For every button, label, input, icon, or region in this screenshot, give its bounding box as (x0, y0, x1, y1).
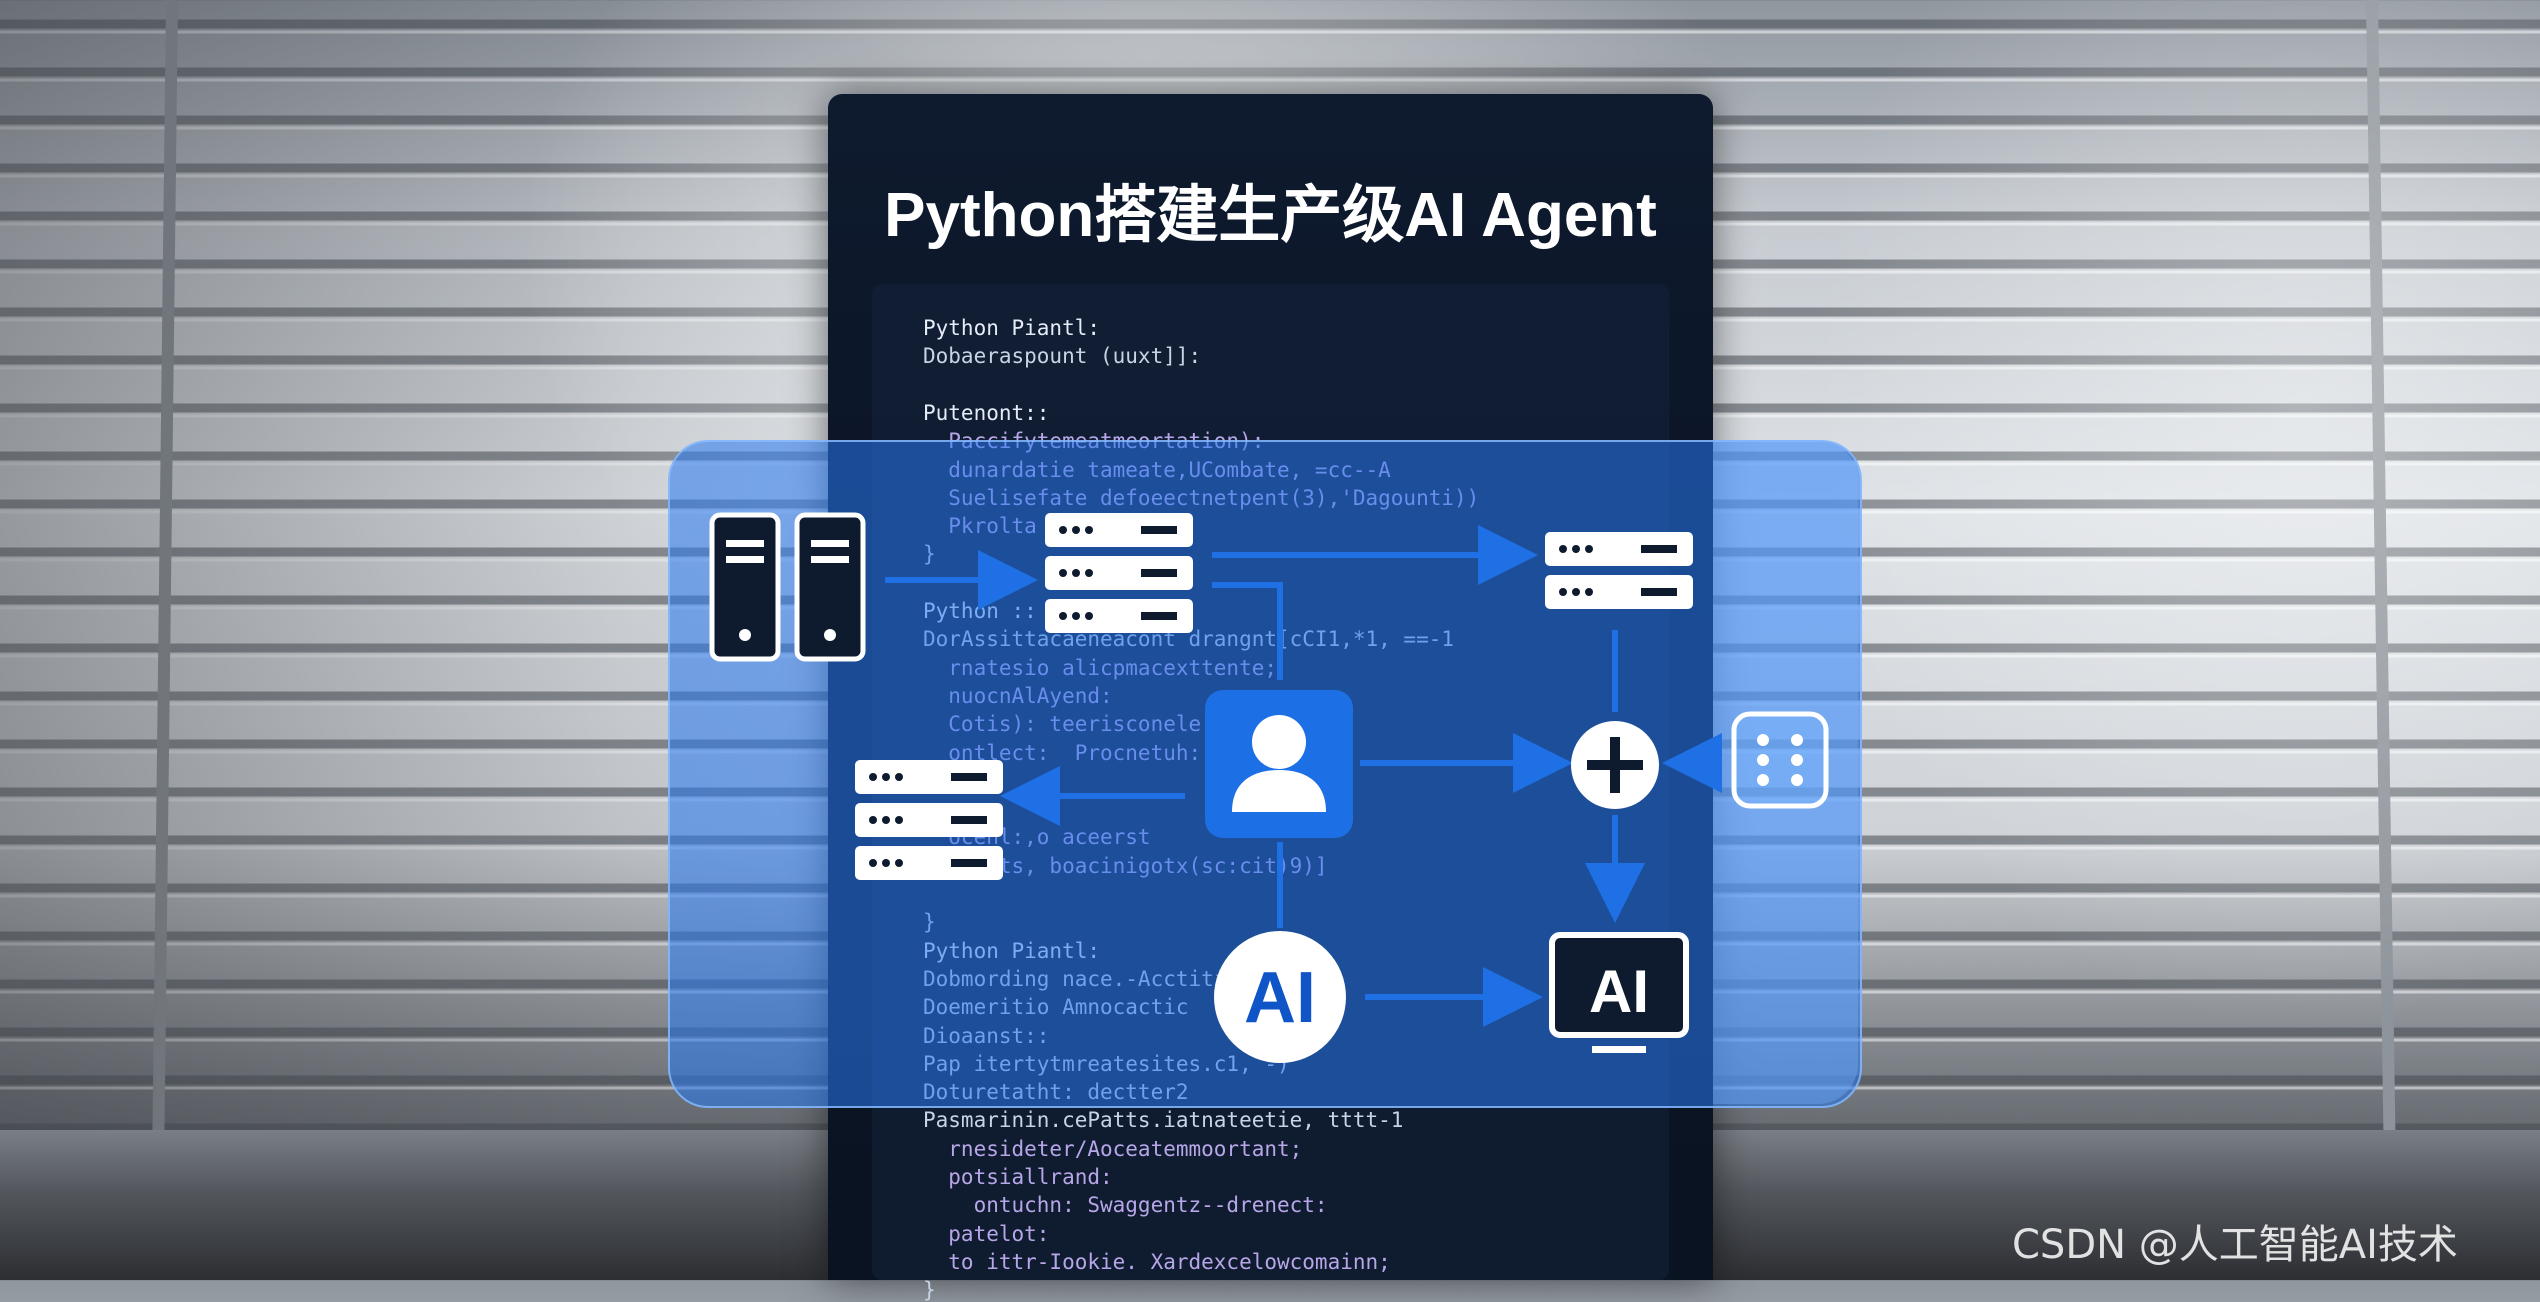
plus-icon (1571, 721, 1659, 809)
svg-text:AI: AI (1589, 958, 1649, 1025)
panel-title: Python搭建生产级AI Agent (884, 181, 1657, 250)
svg-text:AI: AI (1244, 958, 1316, 1038)
code-line: rnesideter/Aoceatemmoortant; (923, 1136, 1303, 1161)
server-stack-icon-left (855, 760, 1003, 880)
diagram-overlay-edge (1713, 440, 1858, 1104)
code-line: ontuchn: Swaggentz--drenect: (923, 1193, 1328, 1218)
code-line: Dobaeraspount (uuxt]]: (923, 344, 1202, 369)
dice-icon (1731, 711, 1829, 809)
server-stack-icon-right (1545, 532, 1693, 609)
server-tower-icon (709, 512, 866, 662)
csdn-watermark: CSDN @人工智能AI技术 (2012, 1222, 2458, 1268)
user-icon (1205, 690, 1353, 838)
code-line: Pasmarinin.cePatts.iatnateetie, tttt-1 (923, 1108, 1404, 1133)
code-line: Python Piantl: (923, 316, 1101, 340)
code-line: Putenont:: (923, 400, 1050, 425)
ai-monitor-icon: AI (1549, 932, 1689, 1053)
code-line: to ittr-Iookie. Xardexcelowcomainn; (923, 1249, 1391, 1274)
ai-badge-icon: AI (1214, 931, 1346, 1063)
server-stack-icon-top (1045, 513, 1193, 633)
line-server-down (1212, 582, 1283, 680)
code-line: } (923, 1278, 936, 1302)
code-line: patelot: (923, 1221, 1050, 1246)
code-line: potsiallrand: (923, 1165, 1113, 1189)
